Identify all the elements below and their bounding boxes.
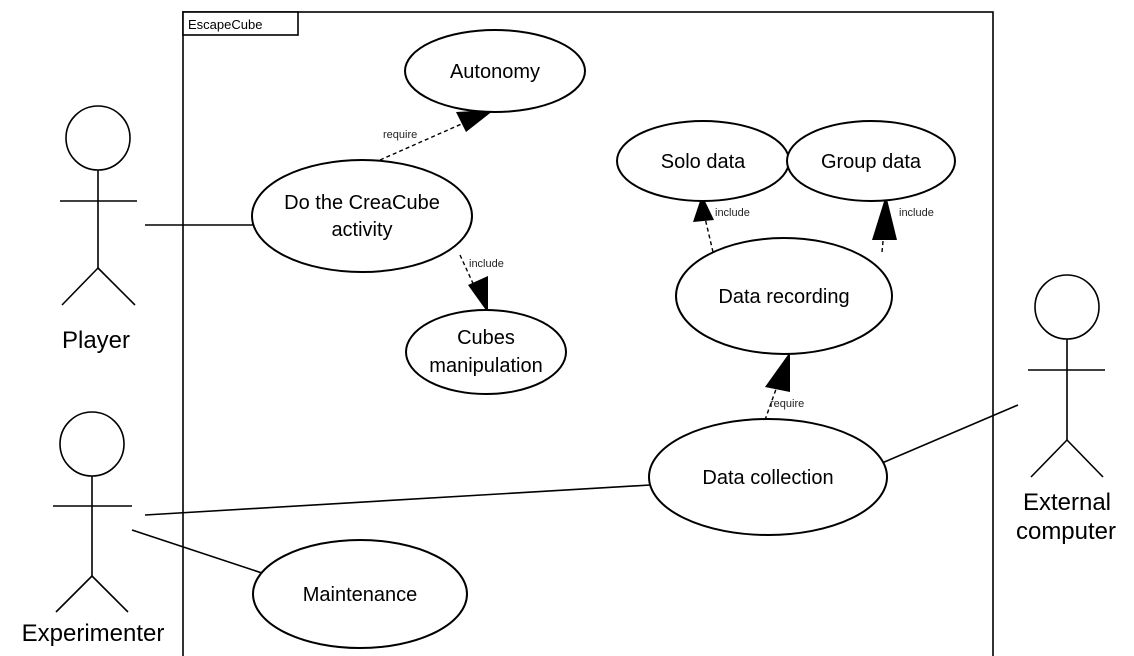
use-case-data-recording: Data recording (675, 237, 893, 355)
label-include-group: include (899, 207, 934, 219)
use-case-data-collection-shape (648, 418, 888, 536)
use-case-maintenance-label: Maintenance (303, 584, 418, 606)
actor-experimenter: Experimenter (22, 411, 165, 647)
dependency-require-autonomy (379, 121, 467, 161)
use-case-do-activity-shape (251, 159, 473, 273)
use-case-group-data-label: Group data (821, 151, 922, 173)
actor-player: Player (60, 105, 137, 354)
actor-external-head (1034, 274, 1100, 340)
actor-external-right-leg (1066, 439, 1104, 478)
actor-player-head (65, 105, 131, 171)
use-case-autonomy-label: Autonomy (450, 61, 540, 83)
use-case-data-recording-label: Data recording (718, 286, 849, 308)
system-frame (182, 11, 994, 656)
arrowhead-group (872, 195, 897, 240)
use-case-data-collection-label: Data collection (702, 467, 833, 489)
actor-experimenter-right-leg (91, 575, 129, 613)
use-case-do-activity-label-line2: activity (331, 219, 392, 241)
arrowhead-cubes (468, 276, 488, 313)
use-case-do-activity: Do the CreaCube activity (251, 159, 473, 273)
use-case-autonomy-shape (404, 29, 586, 113)
use-case-cubes-label-line1: Cubes (457, 327, 515, 349)
label-require-autonomy: require (383, 129, 417, 141)
system-title-tab (182, 11, 299, 36)
association-external-collection (881, 404, 1019, 464)
use-case-cubes-label-line2: manipulation (429, 355, 542, 377)
arrowhead-recording (765, 352, 790, 392)
system-boundary: EscapeCube (182, 11, 994, 656)
actor-player-right-leg (97, 267, 136, 306)
use-case-group-data-shape (786, 120, 956, 202)
label-require-recording: require (770, 398, 804, 410)
actor-player-left-leg (61, 267, 99, 306)
use-case-cubes-manipulation: Cubes manipulation (405, 309, 567, 395)
actor-external-left-leg (1030, 439, 1068, 478)
actor-experimenter-label: Experimenter (22, 620, 165, 647)
association-experimenter-collection (144, 484, 651, 516)
use-case-autonomy: Autonomy (404, 29, 586, 113)
system-title: EscapeCube (188, 17, 262, 32)
arrowhead-solo (693, 195, 714, 222)
actor-external-computer: External computer (1016, 274, 1116, 545)
actor-experimenter-head (59, 411, 125, 477)
arrowhead-autonomy (456, 110, 494, 132)
use-case-group-data: Group data (786, 120, 956, 202)
use-case-cubes-shape (405, 309, 567, 395)
dependency-include-solo (704, 217, 714, 253)
associations (131, 224, 1019, 576)
use-case-data-recording-shape (675, 237, 893, 355)
actor-external-label-line2: computer (1016, 518, 1116, 545)
actor-experimenter-left-leg (55, 575, 93, 613)
label-include-solo: include (715, 207, 750, 219)
actor-player-label: Player (62, 327, 130, 354)
use-case-solo-data: Solo data (616, 120, 790, 202)
dependencies: require include include include require (379, 110, 934, 421)
use-case-do-activity-label-line1: Do the CreaCube (284, 192, 440, 214)
label-include-cubes: include (469, 258, 504, 270)
actor-external-label-line1: External (1023, 489, 1111, 516)
use-case-maintenance: Maintenance (252, 539, 468, 649)
association-experimenter-maintenance (131, 529, 269, 576)
use-case-data-collection: Data collection (648, 418, 888, 536)
use-case-maintenance-shape (252, 539, 468, 649)
use-case-solo-data-label: Solo data (661, 151, 746, 173)
